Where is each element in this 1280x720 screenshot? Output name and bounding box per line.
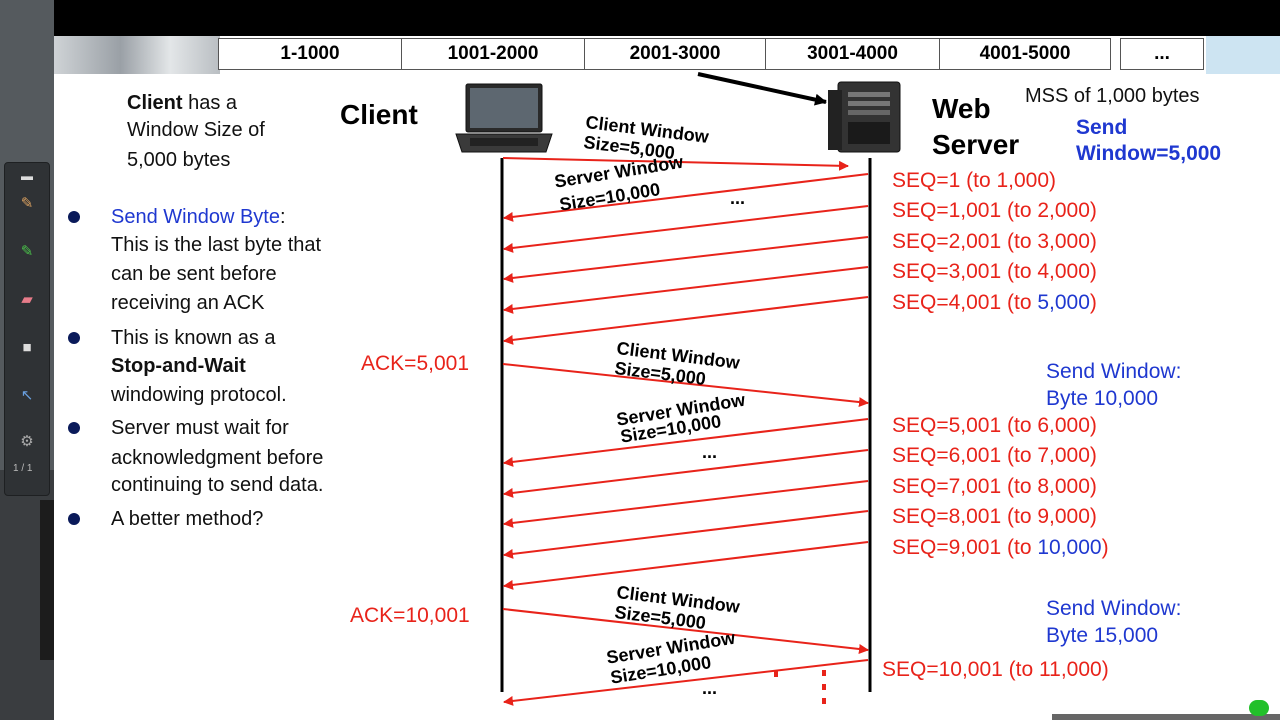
send-window-3-line2: Byte 15,000: [1046, 624, 1159, 647]
message-arrow: [502, 608, 869, 654]
segment-cell: 3001-4000: [765, 38, 940, 70]
client-window-note: Client has a: [127, 92, 237, 115]
message-arrow: [503, 480, 869, 528]
seq-label: SEQ=1 (to 1,000): [892, 169, 1057, 192]
seq-label: SEQ=4,001 (to 5,000): [892, 291, 1097, 315]
client-bold: Client: [127, 92, 183, 114]
bullet-1-line3: receiving an ACK: [111, 292, 265, 314]
byte-segment-bar: 1-1000 1001-2000 2001-3000 3001-4000 400…: [218, 38, 1204, 72]
segment-cell: ...: [1120, 38, 1204, 70]
bullet-2-line1: This is known as a: [111, 327, 276, 349]
seq-label: SEQ=7,001 (to 8,000): [892, 475, 1097, 498]
seq-prefix: SEQ=4,001 (to: [892, 291, 1038, 314]
send-window-2-line2: Byte 10,000: [1046, 387, 1159, 410]
banner-image: [54, 36, 220, 74]
bullet-dot: [68, 332, 80, 344]
eraser-icon[interactable]: ▰: [21, 291, 33, 308]
bullet-3-line1: Server must wait for: [111, 417, 289, 439]
bullet-2-line3: windowing protocol.: [111, 384, 287, 406]
seq-label: SEQ=2,001 (to 3,000): [892, 230, 1097, 253]
bullet-4-line1: A better method?: [111, 508, 264, 530]
segment-cell: 4001-5000: [939, 38, 1111, 70]
banner-right-accent: [1206, 36, 1280, 74]
bullet-dot: [68, 422, 80, 434]
send-window-top-line2: Window=5,000: [1076, 142, 1222, 165]
seq-suffix: ): [1089, 291, 1097, 314]
segment-cell: 1-1000: [218, 38, 402, 70]
send-window-3-line1: Send Window:: [1046, 597, 1182, 620]
segment-cell: 2001-3000: [584, 38, 766, 70]
gear-icon[interactable]: ⚙: [20, 433, 34, 450]
annotation-toolbar: ▬ ✎ ✎ ▰ ■ ↖ ⚙ 1 / 1: [4, 162, 50, 496]
pencil-icon[interactable]: ✎: [20, 195, 34, 212]
marker-icon[interactable]: ✎: [20, 243, 34, 260]
message-arrow: [503, 296, 869, 345]
client-title: Client: [340, 99, 418, 130]
seq-label: SEQ=3,001 (to 4,000): [892, 260, 1097, 283]
page-counter: 1 / 1: [13, 463, 33, 474]
segment-pointer-arrow: [697, 72, 827, 106]
message-arrow: [503, 266, 869, 314]
client-note-line3: 5,000 bytes: [127, 149, 231, 171]
seq-suffix: ): [1101, 536, 1109, 559]
message-arrow: [503, 541, 869, 590]
bullet-3-line2: acknowledgment before: [111, 447, 324, 469]
laptop-icon: [455, 83, 553, 153]
minimize-icon[interactable]: ▬: [21, 169, 33, 183]
ellipsis-1: ...: [730, 188, 746, 208]
seq-window-end: 5,000: [1037, 291, 1090, 314]
message-arrow: [503, 173, 869, 222]
bullet-3-line3: continuing to send data.: [111, 474, 324, 496]
continuation-marks: [774, 670, 826, 704]
send-window-byte-term: Send Window Byte: [111, 206, 280, 228]
colon: :: [279, 206, 286, 228]
seq-label: SEQ=10,001 (to 11,000): [882, 658, 1109, 681]
status-indicator-icon: [1249, 700, 1269, 716]
ellipsis-2: ...: [702, 442, 718, 462]
server-icon: [828, 81, 901, 153]
bullet-dot: [68, 211, 80, 223]
slide-canvas: [54, 36, 1280, 720]
seq-label: SEQ=9,001 (to 10,000): [892, 536, 1109, 560]
message-arrow: [502, 157, 849, 171]
seq-label: SEQ=1,001 (to 2,000): [892, 199, 1097, 222]
message-arrow: [503, 510, 869, 559]
progress-track: [1052, 714, 1280, 720]
bullet-dot: [68, 513, 80, 525]
bullet-1-line1: This is the last byte that: [111, 234, 322, 256]
message-arrows: [502, 157, 869, 706]
server-title-line1: Web: [932, 93, 991, 124]
client-note-rest: has a: [182, 92, 238, 114]
bullet-1-line2: can be sent before: [111, 263, 277, 285]
client-note-line2: Window Size of: [127, 119, 265, 141]
message-arrow: [502, 363, 869, 408]
ellipsis-3: ...: [702, 678, 718, 698]
send-window-top-line1: Send: [1076, 116, 1128, 139]
segment-cell: 1001-2000: [401, 38, 585, 70]
bullet-2-bold: Stop-and-Wait: [111, 355, 246, 377]
seq-label: SEQ=8,001 (to 9,000): [892, 505, 1097, 528]
seq-label: SEQ=5,001 (to 6,000): [892, 414, 1097, 437]
message-arrow: [503, 449, 869, 498]
top-black-bar: [0, 0, 1280, 36]
message-arrow: [503, 659, 869, 706]
message-arrow: [503, 236, 869, 283]
seq-prefix: SEQ=9,001 (to: [892, 536, 1038, 559]
seq-label: SEQ=6,001 (to 7,000): [892, 444, 1097, 467]
ack-label-2: ACK=10,001: [350, 604, 470, 627]
mss-label: MSS of 1,000 bytes: [1025, 85, 1200, 107]
server-title-line2: Server: [932, 129, 1020, 160]
shape-icon[interactable]: ■: [22, 339, 32, 356]
send-window-2-line1: Send Window:: [1046, 360, 1182, 383]
message-arrow: [503, 205, 869, 253]
pointer-icon[interactable]: ↖: [20, 387, 34, 404]
message-arrow: [503, 418, 869, 467]
bullet-1-head: Send Window Byte:: [111, 206, 286, 229]
seq-window-end: 10,000: [1037, 536, 1102, 559]
ack-label-1: ACK=5,001: [361, 352, 469, 375]
